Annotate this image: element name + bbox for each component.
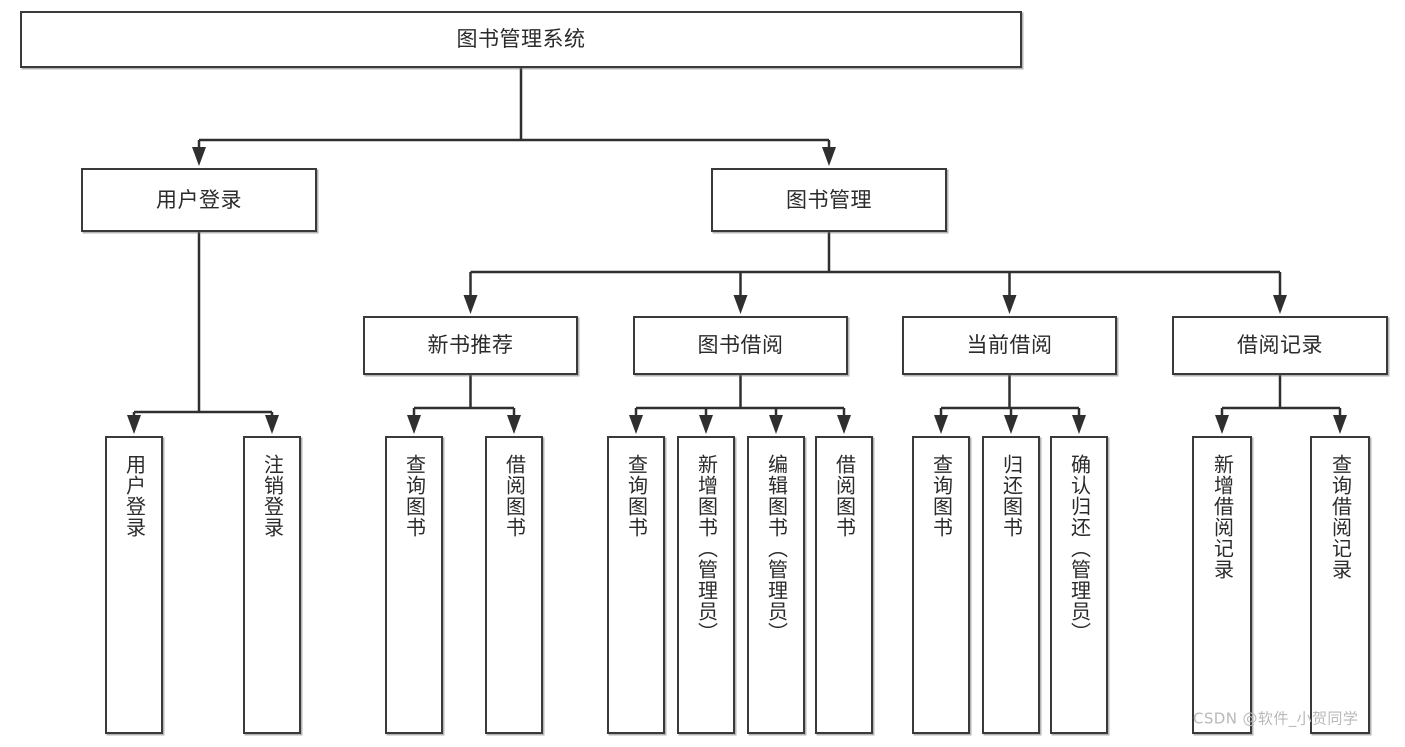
arrow-head bbox=[127, 415, 141, 434]
node-label: 查询图书 bbox=[402, 454, 427, 538]
node-label: 图书管理 bbox=[786, 187, 872, 212]
arrow-head bbox=[733, 295, 748, 314]
arrow-head bbox=[769, 415, 783, 434]
node-l_return: 归还图书 bbox=[982, 436, 1040, 734]
arrow-head bbox=[507, 415, 521, 434]
arrow-head bbox=[934, 415, 948, 434]
node-l_query2: 查询图书 bbox=[607, 436, 665, 734]
node-inner: 新增图书（管理员） bbox=[679, 438, 733, 732]
node-label: 查询图书 bbox=[624, 454, 649, 538]
arrow-head bbox=[1333, 415, 1347, 434]
node-l_logout: 注销登录 bbox=[243, 436, 301, 734]
arrow-head bbox=[629, 415, 643, 434]
node-label: 新书推荐 bbox=[427, 333, 514, 358]
node-bookmgmt: 图书管理 bbox=[711, 168, 947, 232]
arrow-head bbox=[1273, 295, 1287, 314]
node-label: 借阅图书 bbox=[832, 454, 857, 538]
arrow-head bbox=[463, 295, 478, 314]
arrow-head bbox=[822, 147, 836, 166]
node-label: 当前借阅 bbox=[966, 333, 1053, 358]
node-label: 图书管理系统 bbox=[456, 27, 586, 52]
node-l_borrow1: 借阅图书 bbox=[485, 436, 543, 734]
node-inner: 用户登录 bbox=[107, 438, 161, 732]
node-label: 新增图书（管理员） bbox=[694, 454, 719, 643]
arrow-head bbox=[1004, 415, 1018, 434]
arrow-head bbox=[192, 147, 206, 166]
arrow-head bbox=[1002, 295, 1017, 314]
node-inner: 注销登录 bbox=[245, 438, 299, 732]
arrow-head bbox=[837, 415, 851, 434]
node-l_editbook: 编辑图书（管理员） bbox=[747, 436, 805, 734]
arrow-head bbox=[1072, 415, 1086, 434]
node-inner: 借阅图书 bbox=[817, 438, 871, 732]
node-inner: 查询图书 bbox=[609, 438, 663, 732]
node-current: 当前借阅 bbox=[902, 316, 1117, 375]
node-records: 借阅记录 bbox=[1172, 316, 1388, 375]
node-inner: 归还图书 bbox=[984, 438, 1038, 732]
node-l_userlogin: 用户登录 bbox=[105, 436, 163, 734]
arrow-head bbox=[265, 415, 279, 434]
node-inner: 查询借阅记录 bbox=[1312, 438, 1368, 732]
node-inner: 借阅图书 bbox=[487, 438, 541, 732]
node-borrow: 图书借阅 bbox=[633, 316, 848, 375]
node-login: 用户登录 bbox=[81, 168, 317, 232]
node-inner: 查询图书 bbox=[387, 438, 441, 732]
node-label: 注销登录 bbox=[260, 454, 285, 538]
node-l_query1: 查询图书 bbox=[385, 436, 443, 734]
node-label: 编辑图书（管理员） bbox=[764, 454, 789, 643]
arrow-head bbox=[699, 415, 713, 434]
node-l_addrec: 新增借阅记录 bbox=[1192, 436, 1252, 734]
node-newbook: 新书推荐 bbox=[363, 316, 578, 375]
node-label: 新增借阅记录 bbox=[1210, 454, 1235, 580]
node-inner: 新增借阅记录 bbox=[1194, 438, 1250, 732]
node-label: 查询图书 bbox=[929, 454, 954, 538]
node-l_borrow2: 借阅图书 bbox=[815, 436, 873, 734]
node-label: 查询借阅记录 bbox=[1328, 454, 1353, 580]
watermark: CSDN @软件_小贺同学 bbox=[1193, 709, 1359, 728]
node-label: 图书借阅 bbox=[697, 333, 784, 358]
node-l_addbook: 新增图书（管理员） bbox=[677, 436, 735, 734]
node-label: 借阅图书 bbox=[502, 454, 527, 538]
node-label: 用户登录 bbox=[156, 187, 242, 212]
arrow-head bbox=[1215, 415, 1229, 434]
node-label: 用户登录 bbox=[122, 454, 147, 538]
node-l_query3: 查询图书 bbox=[912, 436, 970, 734]
node-label: 归还图书 bbox=[999, 454, 1024, 538]
node-inner: 编辑图书（管理员） bbox=[749, 438, 803, 732]
node-root: 图书管理系统 bbox=[20, 11, 1022, 68]
node-inner: 确认归还（管理员） bbox=[1052, 438, 1106, 732]
node-inner: 查询图书 bbox=[914, 438, 968, 732]
node-label: 确认归还（管理员） bbox=[1067, 454, 1092, 643]
node-label: 借阅记录 bbox=[1237, 333, 1323, 358]
node-l_confirm: 确认归还（管理员） bbox=[1050, 436, 1108, 734]
node-l_queryrec: 查询借阅记录 bbox=[1310, 436, 1370, 734]
arrow-head bbox=[407, 415, 421, 434]
